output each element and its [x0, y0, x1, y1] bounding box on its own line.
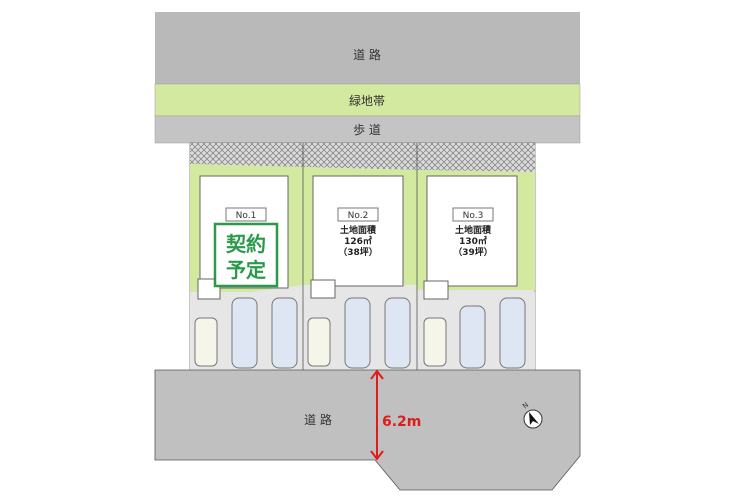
- road-width-label: 6.2m: [382, 414, 421, 430]
- north-compass-icon: N: [521, 401, 543, 429]
- lot3-area-label: 土地面積: [455, 224, 492, 236]
- green-belt-label: 緑地帯: [349, 93, 385, 108]
- bottom-road-label: 道 路: [304, 412, 332, 427]
- car: [459, 305, 486, 369]
- car: [271, 297, 298, 369]
- lot1-number: No.1: [236, 211, 257, 221]
- car: [423, 317, 447, 367]
- top-road: [155, 12, 580, 84]
- car: [307, 317, 331, 367]
- lot2-area-tsubo: （38坪）: [338, 246, 378, 258]
- car: [194, 317, 218, 367]
- lot3-area-sqm: 130㎡: [459, 235, 487, 247]
- parked-cars: [194, 297, 526, 369]
- lot2-number: No.2: [348, 211, 369, 221]
- bottom-road: [154, 369, 581, 491]
- top-road-label: 道 路: [353, 47, 381, 62]
- green-belt: [154, 83, 581, 117]
- entrance-lot2: [310, 279, 336, 299]
- car: [344, 297, 371, 369]
- hatch-lot3: [417, 143, 535, 172]
- stamp-line1: 契約: [225, 232, 266, 256]
- contract-pending-stamp: [213, 222, 279, 288]
- building-lot3: [426, 175, 518, 287]
- hatch-lot2: [303, 143, 417, 170]
- car: [384, 297, 411, 369]
- lot2-area-label: 土地面積: [340, 224, 377, 236]
- compass-label: N: [521, 401, 530, 411]
- building-lot2: [312, 175, 404, 287]
- sidewalk-label: 歩 道: [353, 122, 381, 137]
- stamp-line2: 予定: [226, 258, 266, 282]
- lot3-number: No.3: [463, 211, 484, 221]
- hatch-lot1: [190, 143, 303, 167]
- entrance-lot3: [423, 280, 449, 300]
- car: [231, 297, 258, 369]
- lot3-area-tsubo: （39坪）: [453, 246, 493, 258]
- lot2-area-sqm: 126㎡: [344, 235, 372, 247]
- road-width-dimension: [370, 369, 384, 461]
- sidewalk: [154, 115, 581, 144]
- car: [499, 297, 526, 369]
